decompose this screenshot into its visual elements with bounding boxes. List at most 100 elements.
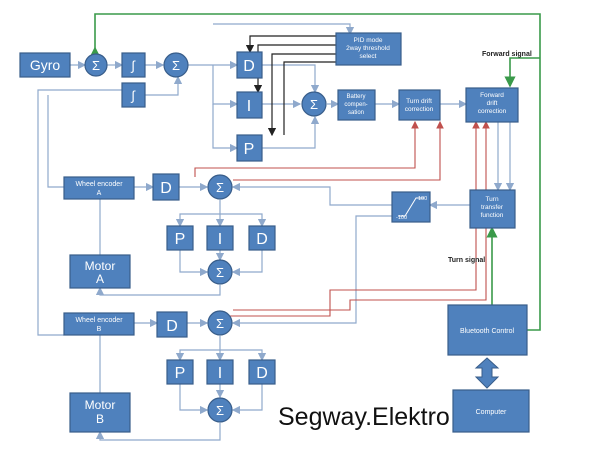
- line-sumb-p: [175, 336, 221, 362]
- d-label: D: [256, 231, 268, 248]
- line-db-sum2: [231, 384, 263, 415]
- double-arrow: [474, 357, 500, 389]
- line-split-p: [212, 104, 239, 153]
- line-int2-sum2: [145, 75, 183, 96]
- sum-symbol: Σ: [92, 58, 100, 73]
- line-gyro-mode: [213, 23, 355, 36]
- p-block-a: P: [166, 225, 194, 251]
- gyro-block: Gyro: [19, 52, 71, 78]
- integral-block-2: ∫: [121, 82, 146, 108]
- turn-signal-label: Turn signal: [448, 257, 485, 264]
- sum-angle: Σ: [163, 52, 189, 78]
- line-red-a1: [194, 120, 419, 177]
- line-pa-sum: [179, 250, 209, 277]
- line-suma-d: [220, 213, 267, 228]
- computer-label: Computer: [476, 409, 507, 416]
- i-block-a: I: [206, 225, 234, 251]
- line-mode-d: [245, 35, 336, 54]
- integral-symbol: ∫: [130, 88, 136, 103]
- sum-a-top: Σ: [207, 174, 233, 200]
- i-label: I: [247, 98, 251, 115]
- line-suma-motor: [95, 285, 221, 296]
- d-block-top: D: [236, 51, 263, 79]
- line-top-to-wheel-a: [47, 95, 64, 188]
- line-red-b1: [230, 120, 480, 317]
- line-suma-split: [175, 200, 221, 228]
- p-label: P: [244, 141, 255, 158]
- i-label: I: [218, 231, 222, 248]
- sum-symbol: Σ: [310, 97, 318, 112]
- d-label: D: [256, 365, 268, 382]
- d-block-a2: D: [248, 225, 276, 251]
- line-green-forward: [504, 57, 540, 88]
- limiter-block: 100 -100: [391, 191, 431, 223]
- integral-block-1: ∫: [121, 52, 146, 78]
- line-p-sum3: [262, 115, 320, 149]
- d-block-b2: D: [248, 359, 276, 385]
- p-label: P: [175, 231, 186, 248]
- p-block-b: P: [166, 359, 194, 385]
- d-block-b: D: [156, 311, 188, 338]
- gyro-label: Gyro: [30, 57, 61, 73]
- i-block-b: I: [206, 359, 234, 385]
- line-mode-p: [267, 53, 336, 137]
- line-da-sum2: [231, 250, 263, 277]
- p-block-top: P: [236, 134, 263, 162]
- line-limit-to-suma: [231, 182, 392, 206]
- i-block-top: I: [236, 91, 263, 119]
- sum-symbol: Σ: [216, 265, 224, 280]
- computer-block: Computer: [452, 389, 530, 433]
- sum-a-bottom: Σ: [207, 259, 233, 285]
- forward-signal-label: Forward signal: [482, 51, 532, 58]
- line-limit-to-sumb: [231, 215, 392, 328]
- d-block-a: D: [152, 173, 180, 201]
- line-split-i: [212, 65, 239, 109]
- limit-low: -100: [396, 215, 407, 221]
- line-pb-sum: [179, 384, 209, 415]
- line-green-top: [89, 13, 541, 331]
- integral-symbol: ∫: [130, 58, 136, 73]
- sum-pid: Σ: [301, 91, 327, 117]
- sum-symbol: Σ: [172, 58, 180, 73]
- limit-high: 100: [418, 196, 427, 202]
- line-mode-i: [253, 44, 336, 94]
- bluetooth-label: Bluetooth Control: [460, 328, 515, 335]
- d-label: D: [243, 58, 255, 75]
- sum-b-bottom: Σ: [207, 397, 233, 423]
- sum-symbol: Σ: [216, 316, 224, 331]
- bluetooth-block: Bluetooth Control: [447, 304, 528, 356]
- sum-gyro: Σ: [84, 53, 108, 77]
- line-int2-feedback: [37, 89, 122, 336]
- sum-b-top: Σ: [207, 310, 233, 336]
- line-sumb-motor: [95, 423, 221, 441]
- line-red-b2: [233, 120, 490, 311]
- sum-symbol: Σ: [216, 403, 224, 418]
- line-d-sum3: [262, 64, 320, 94]
- p-label: P: [175, 365, 186, 382]
- connections: [37, 13, 541, 441]
- d-label: D: [160, 180, 172, 197]
- line-mode-p2: [283, 61, 336, 135]
- line-sumb-d: [220, 349, 267, 362]
- brand-title: Segway.Elektro: [278, 403, 450, 431]
- line-red-a2: [233, 120, 444, 181]
- i-label: I: [218, 365, 222, 382]
